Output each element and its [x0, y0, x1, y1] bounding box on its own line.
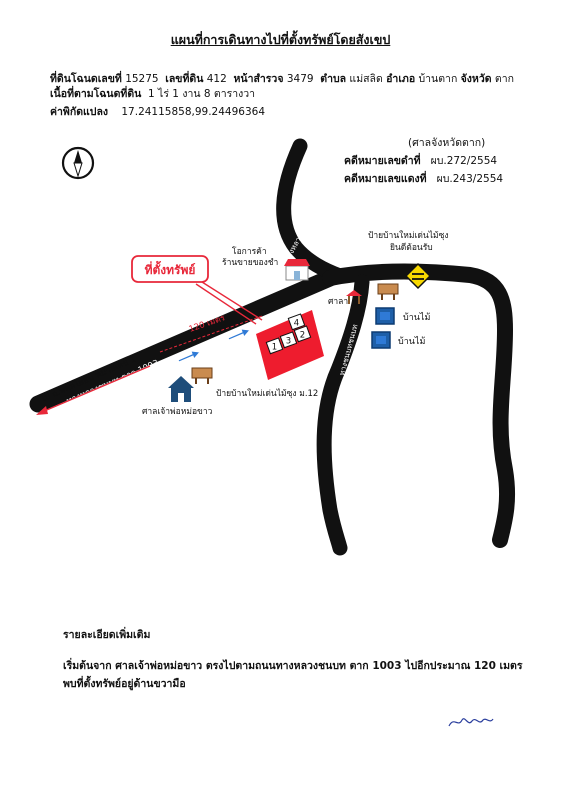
wooden-house-icon	[375, 307, 395, 325]
shrine-icon	[168, 376, 194, 402]
black-case: คดีหมายเลขดำที่ ผบ.272/2554	[344, 155, 498, 167]
welcome-sign-label: ป้ายบ้านใหม่เด่นไม้ซุง ยินดีต้อนรับ	[368, 230, 451, 253]
signboard-icon	[377, 283, 399, 300]
shop-label: โอการค้า ร้านขายของชำ	[222, 246, 278, 268]
wooden-house-icon	[371, 331, 391, 349]
plot-number-box: 3	[279, 331, 298, 349]
details-text: เริ่มต้นจาก ศาลเจ้าพ่อหม่อขาว ตรงไปตามถน…	[63, 660, 523, 690]
sala-icon	[346, 290, 362, 304]
compass-icon	[61, 146, 95, 180]
shop-icon	[284, 259, 310, 281]
plot-number: 3	[286, 337, 291, 347]
red-case: คดีหมายเลขแดงที่ ผบ.243/2554	[344, 173, 504, 185]
sala-label: ศาลา	[328, 297, 348, 307]
svg-text:ที่ตั้งทรัพย์: ที่ตั้งทรัพย์	[145, 260, 196, 277]
shrine-label: ศาลเจ้าพ่อหม่อขาว	[142, 406, 213, 417]
sign-m12-label: ป้ายบ้านใหม่เด่นไม้ซุง ม.12	[216, 388, 318, 399]
house1-label: บ้านไม้	[403, 312, 430, 323]
plot-number: 2	[300, 331, 305, 341]
plot-number: 1	[272, 343, 277, 353]
handwritten-signature	[448, 718, 494, 727]
highway-1003-road	[29, 269, 339, 413]
deed-line: ที่ดินโฉนดเลขที่ 15275 เลขที่ดิน 412 หน้…	[50, 73, 514, 85]
plot-number: 4	[294, 319, 299, 329]
left-arrow-icon	[36, 406, 48, 415]
coord-line: ค่าพิกัดแปลง 17.24115858,99.24496364	[50, 106, 265, 118]
details-heading: รายละเอียดเพิ่มเติม	[63, 629, 151, 641]
plot-number-box: 2	[293, 325, 312, 343]
area-line: เนื้อที่ตามโฉนดที่ดิน 1 ไร่ 1 งาน 8 ตารา…	[50, 88, 256, 100]
junction-warning-sign-icon	[404, 262, 432, 290]
house2-label: บ้านไม้	[398, 336, 425, 347]
plot-number-box: 1	[265, 337, 284, 355]
direction-arrow-icon	[177, 350, 201, 363]
page-title: แผนที่การเดินทางไปที่ตั้งทรัพย์โดยสังเขป	[170, 32, 391, 47]
property-callout: ที่ตั้งทรัพย์	[131, 255, 263, 325]
south-road	[316, 274, 370, 556]
direction-arrow-icon	[227, 328, 251, 341]
plot-number-box: 4	[287, 313, 306, 331]
signboard-icon	[191, 367, 213, 384]
distance-line	[159, 315, 263, 353]
north-road	[276, 138, 348, 284]
court-name: (ศาลจังหวัดตาก)	[408, 137, 486, 149]
